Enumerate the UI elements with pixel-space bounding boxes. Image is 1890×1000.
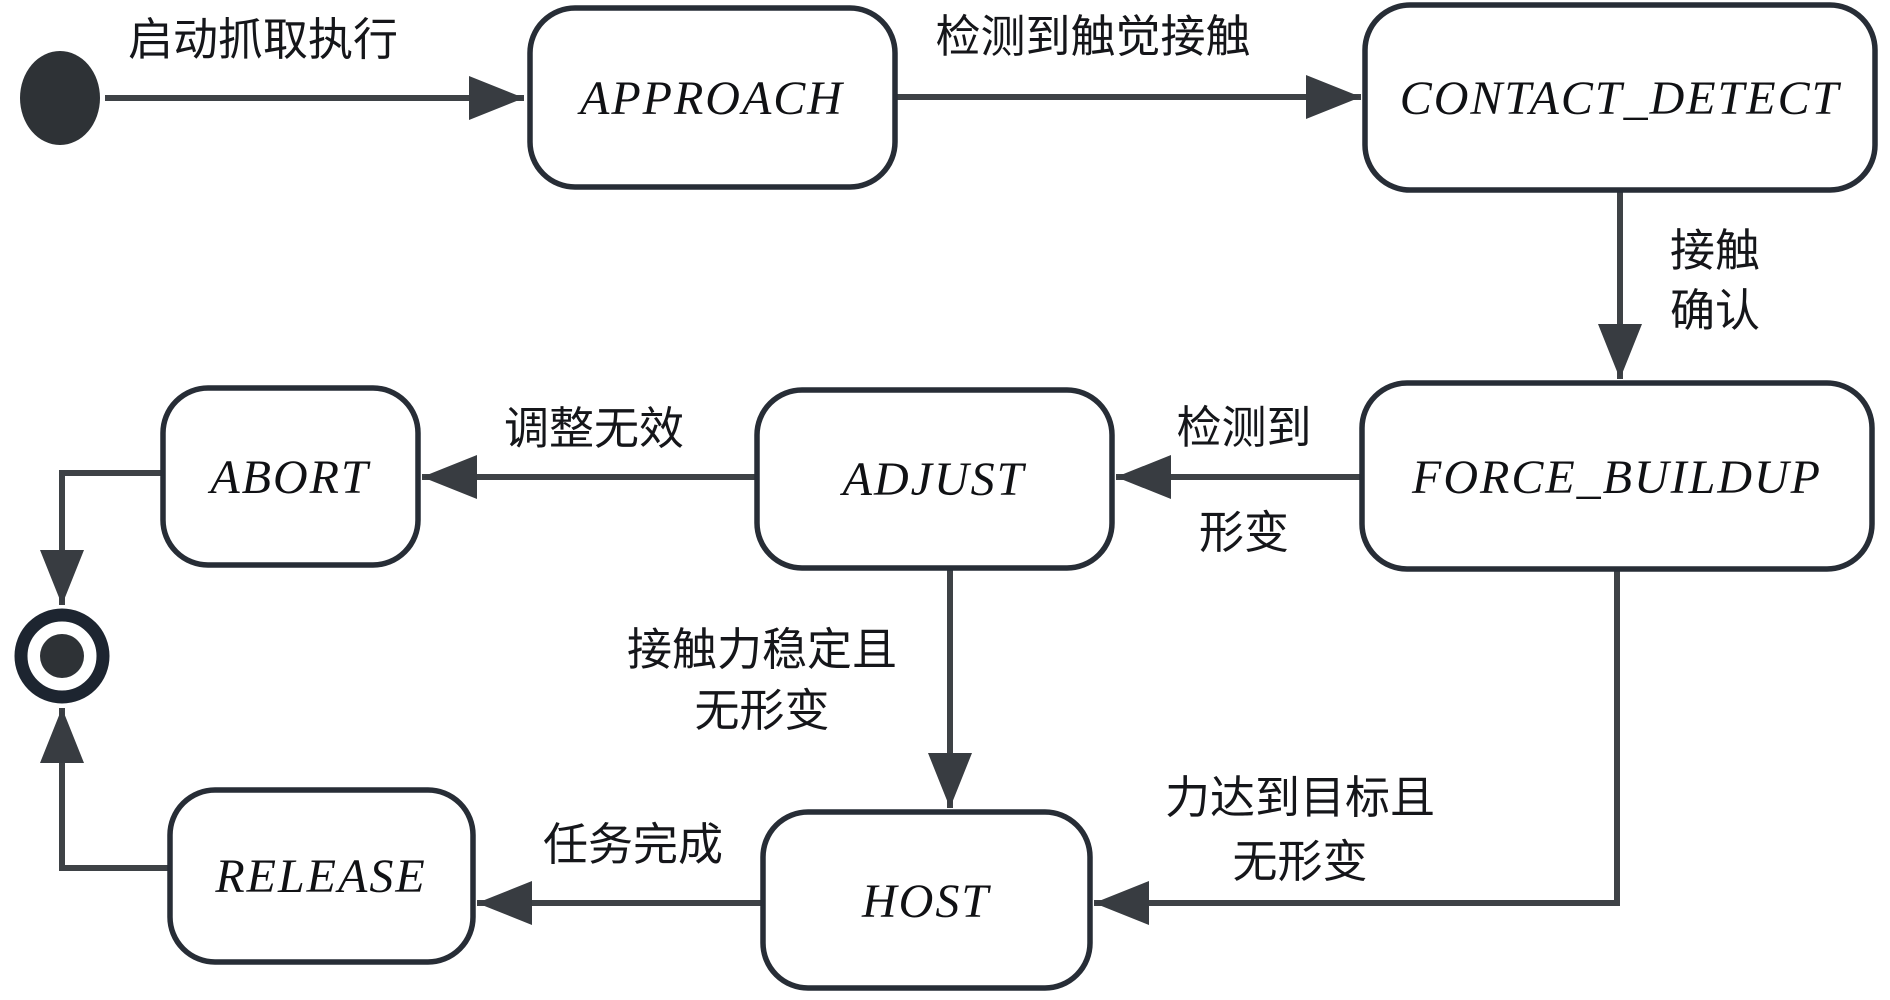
state-abort-label: ABORT [207,451,371,504]
state-adjust: ADJUST [754,387,1115,571]
state-force-buildup: FORCE_BUILDUP [1359,380,1875,572]
state-host-label: HOST [861,875,991,928]
transition-label-contact-confirm-line1: 接触 [1670,226,1760,276]
state-contact-detect-box [1362,2,1878,193]
state-abort-box [160,385,421,568]
state-host: HOST [760,809,1093,991]
state-contact-detect: CONTACT_DETECT [1362,2,1878,193]
transition-label-contact-confirm-line2: 确认 [1670,286,1760,336]
transition-abort-to-final [39,470,163,605]
transition-labels-layer: 启动抓取执行 检测到触觉接触 接触 确认 检测到 形变 调整无效 接触力稳定且 … [128,12,1760,887]
state-approach-box [527,5,898,190]
state-force-buildup-box [1359,380,1875,572]
state-release-box [167,787,476,965]
final-state-dot [40,634,84,678]
state-adjust-box [754,387,1115,571]
state-release-label: RELEASE [214,850,426,903]
transitions-layer [39,74,1643,926]
transition-label-force-target-line1: 力达到目标且 [1165,773,1435,823]
transition-label-tactile-contact: 检测到触觉接触 [935,12,1250,62]
initial-state-dot [20,51,100,145]
state-host-box [760,809,1093,991]
state-abort: ABORT [160,385,421,568]
transition-release-to-final [39,708,170,871]
state-adjust-label: ADJUST [840,453,1027,506]
transition-force-buildup-to-host [1094,569,1620,926]
state-release: RELEASE [167,787,476,965]
transition-label-deformation-line1: 检测到 [1176,403,1311,453]
transition-label-task-done: 任务完成 [543,820,723,870]
state-approach: APPROACH [527,5,898,190]
transition-label-adjust-invalid: 调整无效 [504,404,684,454]
initial-state [20,51,100,145]
transition-label-force-stable-line2: 无形变 [694,686,829,736]
state-contact-detect-label: CONTACT_DETECT [1400,72,1842,125]
transition-label-force-target-line2: 无形变 [1232,837,1367,887]
transition-label-force-stable-line1: 接触力稳定且 [627,625,897,675]
state-approach-label: APPROACH [577,72,844,125]
transition-label-deformation-line2: 形变 [1199,508,1289,558]
state-force-buildup-label: FORCE_BUILDUP [1411,451,1822,504]
transition-label-start-grasp: 启动抓取执行 [128,15,398,65]
final-state [14,608,110,704]
